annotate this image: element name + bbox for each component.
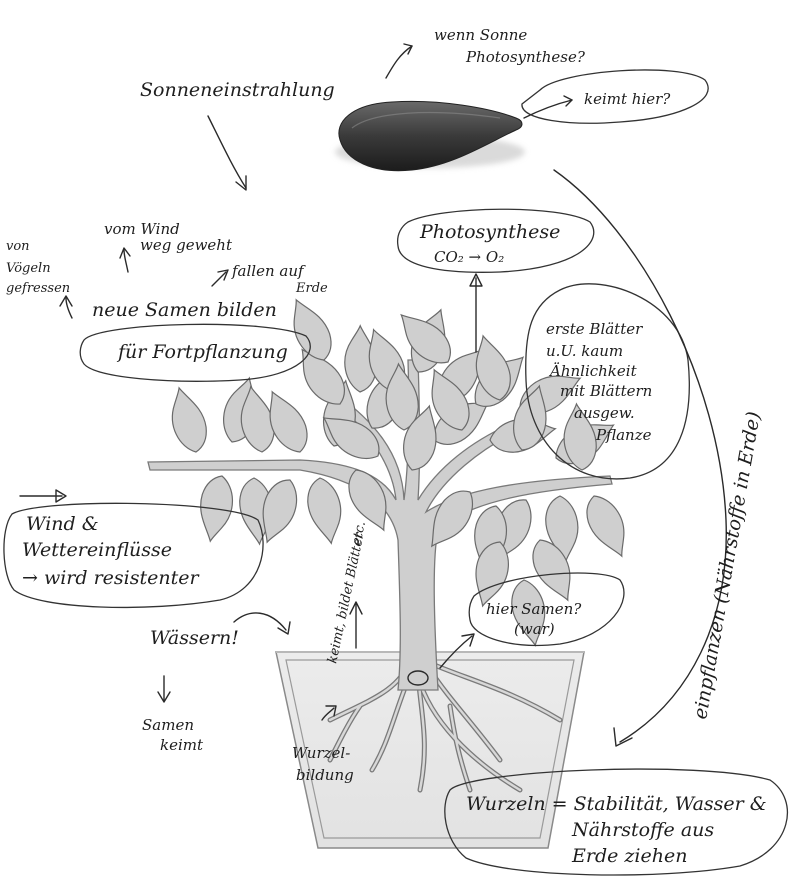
note-birds-line3: gefressen (6, 281, 70, 296)
note-seed-germinates-1: Samen (142, 716, 194, 734)
annotation-arrows (19, 43, 727, 747)
note-birds-line2: Vögeln (6, 261, 51, 276)
note-roots-line2: Nährstoffe aus (571, 819, 714, 841)
note-fall-line1: fallen auf (231, 262, 306, 280)
note-photosynthesis: Photosynthese (419, 221, 560, 243)
note-sprouts-line2: etc. (349, 520, 369, 547)
flower-pot (275, 651, 585, 849)
note-first-leaves-1: erste Blätter (546, 320, 643, 338)
note-wind-line2: Wettereinflüsse (22, 539, 172, 561)
note-first-leaves-3: Ähnlichkeit (548, 362, 638, 380)
note-water: Wässern! (150, 627, 239, 649)
note-first-leaves-4: mit Blättern (560, 382, 652, 400)
note-reproduction: für Fortpflanzung (116, 341, 288, 363)
note-plant-in: einpflanzen (Nährstoffe in Erde) (689, 410, 765, 721)
note-sunlight: Sonneneinstrahlung (140, 79, 335, 101)
seed (335, 100, 525, 172)
note-by-wind-line2: weg geweht (140, 236, 233, 254)
note-wind-line1: Wind & (26, 513, 99, 535)
note-birds-line1: von (6, 239, 30, 254)
note-wind-line3: → wird resistenter (22, 567, 200, 589)
note-first-leaves-2: u.U. kaum (546, 342, 623, 360)
note-root-formation-1: Wurzel- (292, 744, 350, 762)
note-new-seeds: neue Samen bilden (92, 299, 277, 321)
note-fall-line2: Erde (295, 281, 328, 296)
note-co2-o2: CO₂ → O₂ (434, 248, 504, 266)
note-sprouts-line1: keimt, bildet Blätter (325, 530, 368, 664)
note-by-wind-line1: vom Wind (104, 220, 180, 238)
note-roots-line1: Wurzeln = Stabilität, Wasser & (466, 793, 767, 815)
note-roots-line3: Erde ziehen (571, 845, 687, 867)
note-seed-here-1: hier Samen? (486, 600, 582, 618)
annotation-bubbles (3, 69, 788, 876)
note-seed-germinates-2: keimt (160, 736, 204, 754)
note-if-sun-line2: Photosynthese? (465, 48, 586, 66)
note-seed-here-2: (war) (514, 620, 555, 638)
note-root-formation-2: bildung (296, 766, 354, 784)
note-if-sun-line1: wenn Sonne (434, 26, 527, 44)
note-first-leaves-6: Pflanze (595, 426, 652, 444)
note-germinates-here: keimt hier? (584, 90, 671, 108)
note-first-leaves-5: ausgew. (574, 404, 635, 422)
